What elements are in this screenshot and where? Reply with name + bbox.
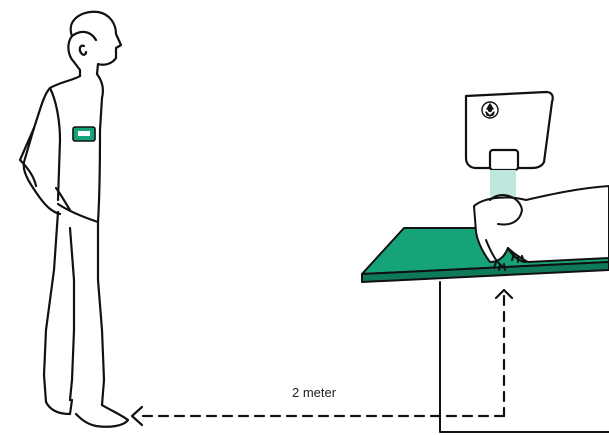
- standing-person: [20, 12, 128, 427]
- distance-arrow: [132, 290, 512, 425]
- animal-patient: [474, 186, 609, 270]
- badge-icon: [73, 127, 95, 141]
- distance-label: 2 meter: [292, 385, 337, 400]
- radiation-icon: [482, 102, 498, 118]
- xray-tube: [466, 92, 553, 170]
